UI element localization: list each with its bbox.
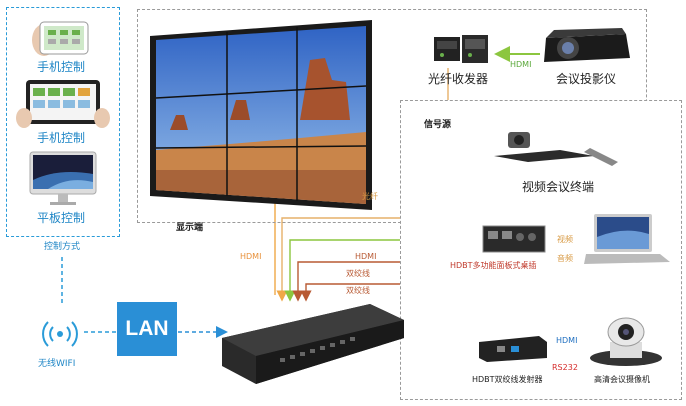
hdbt-panel-icon xyxy=(482,225,546,253)
twisted-pair-1-label: 双绞线 xyxy=(346,269,370,278)
camera-label: 高清会议摄像机 xyxy=(594,375,650,384)
pad-control-label: 平板控制 xyxy=(37,211,86,225)
matrix-switcher xyxy=(220,298,406,388)
camera-hdmi-label: HDMI xyxy=(556,336,578,345)
fiber-transceiver-icon xyxy=(432,33,490,67)
fiber-label: 光纤 xyxy=(362,192,378,201)
signal-source-title: 信号源 xyxy=(424,120,452,130)
matrix-hdmi-mid-label: HDMI xyxy=(355,252,377,261)
hdbt-transmitter-icon xyxy=(477,332,549,362)
rs232-label: RS232 xyxy=(552,363,578,372)
twisted-pair-2-label: 双绞线 xyxy=(346,286,370,295)
fiber-transceiver-label: 光纤收发器 xyxy=(428,72,489,86)
tablet-icon xyxy=(16,78,110,128)
video-wall xyxy=(150,20,372,210)
lan-box: LAN xyxy=(117,302,177,356)
matrix-hdmi-left-label: HDMI xyxy=(240,252,262,261)
control-methods-caption: 控制方式 xyxy=(44,242,81,252)
projector-label: 会议投影仪 xyxy=(556,72,617,86)
video-in-label: 视频 xyxy=(557,235,573,244)
audio-in-label: 音频 xyxy=(557,254,573,263)
wifi-label: 无线WIFI xyxy=(38,359,76,369)
hdbt-panel-label: HDBT多功能面板式桌插 xyxy=(450,261,537,270)
wifi-icon xyxy=(40,318,80,350)
phone-control-label: 手机控制 xyxy=(37,60,86,74)
laptop-icon xyxy=(584,212,672,268)
control-methods-panel xyxy=(6,7,120,237)
camera-icon xyxy=(586,316,664,368)
monitor-icon xyxy=(28,150,98,208)
hdbt-transmitter-label: HDBT双绞线发射器 xyxy=(472,375,543,384)
phone-icon xyxy=(30,18,96,58)
video-terminal-icon xyxy=(494,128,620,168)
projector-hdmi-label: HDMI xyxy=(510,60,532,69)
video-terminal-label: 视频会议终端 xyxy=(522,180,595,194)
projector-icon xyxy=(540,24,632,68)
display-caption: 显示端 xyxy=(176,223,204,233)
tablet-control-label: 手机控制 xyxy=(37,131,86,145)
